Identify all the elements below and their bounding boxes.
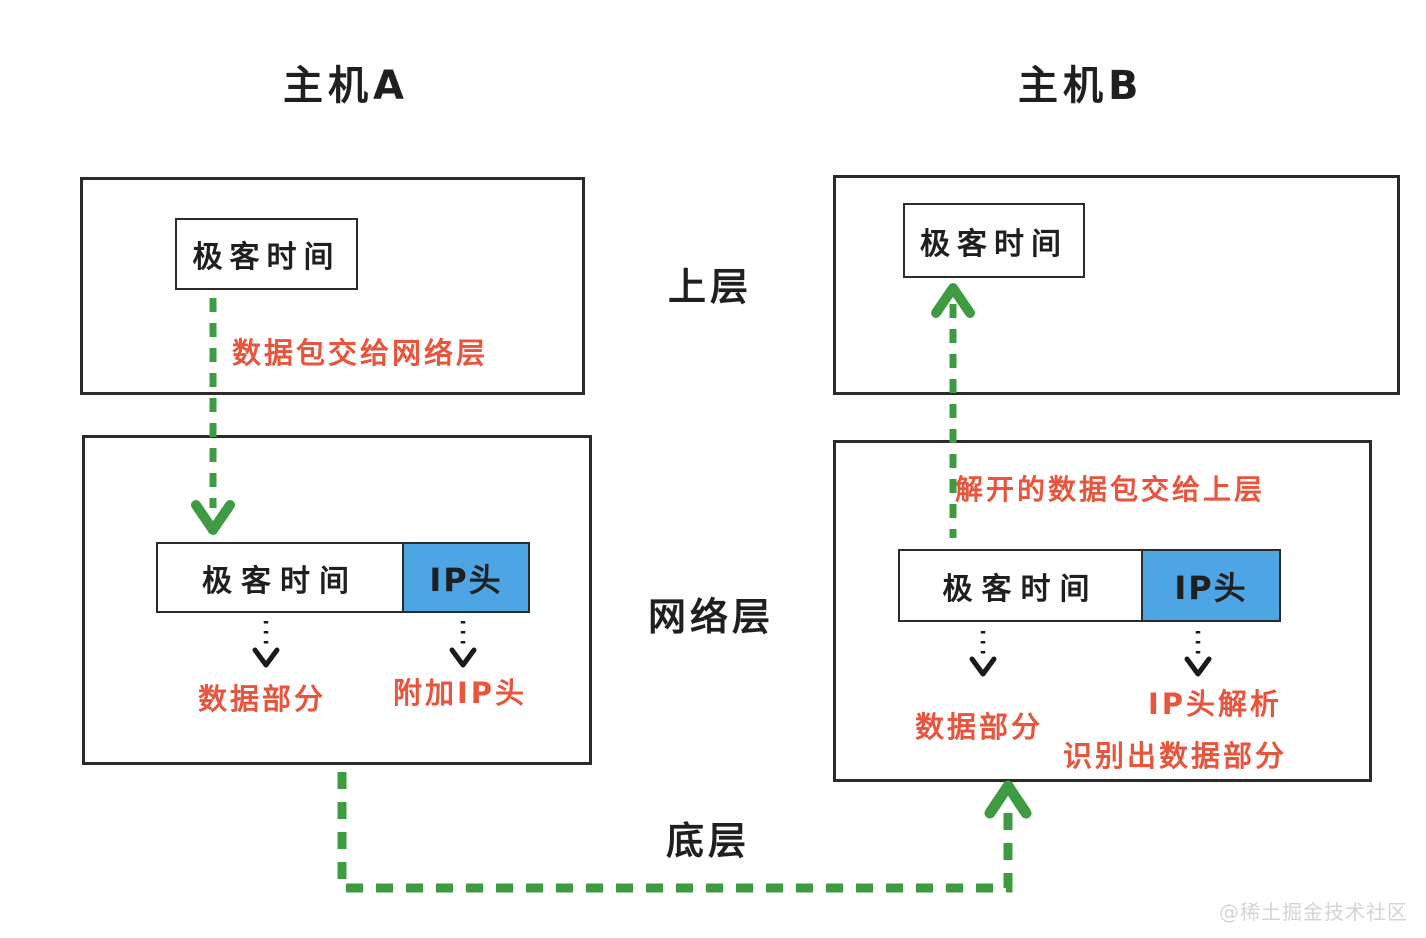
host-b-strip-ip-segment: IP头 xyxy=(1141,551,1279,620)
host-b-packet-strip: 极客时间 IP头 xyxy=(898,549,1281,622)
host-a-strip-ip-segment: IP头 xyxy=(402,544,528,611)
host-b-data-annotation: 数据部分 xyxy=(915,710,1044,744)
host-b-ip-annotation-line2: 识别出数据部分 xyxy=(1063,739,1288,773)
host-b-title: 主机B xyxy=(1018,63,1144,109)
host-a-packet-strip: 极客时间 IP头 xyxy=(156,542,530,613)
layer-label-upper: 上层 xyxy=(668,265,753,309)
host-a-title: 主机A xyxy=(283,63,409,109)
host-b-upper-packet: 极客时间 xyxy=(903,203,1085,278)
host-a-upper-packet: 极客时间 xyxy=(175,218,358,290)
host-a-strip-data-segment: 极客时间 xyxy=(202,563,358,599)
layer-label-bottom: 底层 xyxy=(666,819,751,863)
layer-label-network: 网络层 xyxy=(648,595,775,639)
host-b-strip-data-segment: 极客时间 xyxy=(942,571,1099,607)
watermark: @稀土掘金技术社区 xyxy=(1219,900,1408,924)
arrowhead-up-icon xyxy=(984,780,1032,819)
host-a-ip-annotation: 附加IP头 xyxy=(393,676,528,710)
host-a-handoff-annotation: 数据包交给网络层 xyxy=(232,336,489,370)
host-a-data-annotation: 数据部分 xyxy=(198,682,327,716)
host-b-ip-annotation-line1: IP头解析 xyxy=(1148,687,1283,721)
host-b-handoff-annotation: 解开的数据包交给上层 xyxy=(955,473,1266,506)
